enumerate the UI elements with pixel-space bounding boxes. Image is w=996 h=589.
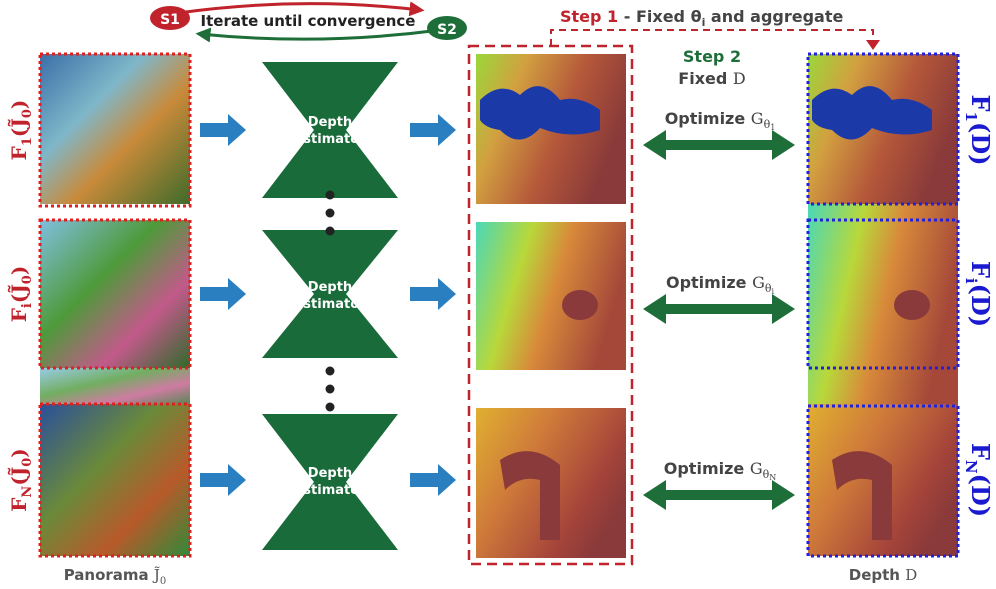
optimize-label-1: Optimize Gθ1 [665, 109, 776, 132]
panorama-image-4 [40, 404, 190, 556]
optimize-arrow-2 [643, 294, 795, 324]
output-arrows [410, 114, 456, 496]
estimator-label-line1: Depth [308, 280, 352, 295]
panorama-image-2 [40, 220, 190, 368]
optimize-row-2: Optimize Gθi [643, 273, 795, 324]
step1-dashed-frame [467, 44, 634, 566]
ellipsis-dots-lower [325, 366, 335, 412]
estimator-label-line1: Depth [308, 115, 352, 130]
input-arrows [200, 114, 246, 496]
depth-column [806, 52, 960, 558]
s2-badge [427, 16, 467, 40]
depth-image-2 [808, 204, 958, 404]
output-arrow-1 [410, 114, 456, 146]
iterate-loop: S1 S2 Iterate until convergence [150, 1, 467, 43]
svg-text:Fi(J̃0): Fi(J̃0) [7, 266, 35, 323]
panorama-image-1 [40, 54, 190, 204]
predicted-depth-3-region [500, 451, 560, 540]
optimize-label-2: Optimize Gθi [666, 273, 775, 296]
depth-image-1-region [812, 86, 932, 140]
depth-estimator-3: Depth Estimator [262, 414, 398, 550]
s1-badge [150, 6, 190, 30]
panorama-frame-1 [38, 52, 192, 208]
depth-frame-3 [806, 404, 960, 558]
svg-text:F1(J̃0): F1(J̃0) [7, 100, 35, 161]
panorama-label-1: F1(J̃0) [7, 100, 35, 161]
panorama-frame-2 [38, 218, 192, 370]
optimize-arrow-1 [643, 130, 795, 160]
step2-header: Step 2 Fixed D [678, 47, 745, 88]
optimize-arrow-3 [643, 480, 795, 510]
estimator-label-line2: Estimator [294, 132, 366, 147]
estimator-label-line2: Estimator [294, 483, 366, 498]
panorama-label-2: Fi(J̃0) [7, 266, 35, 323]
depth-caption: Depth D [849, 566, 917, 584]
depth-image-3-region [832, 451, 892, 540]
svg-text:FN(J̃0): FN(J̃0) [7, 448, 35, 512]
predicted-depth-2 [476, 222, 626, 370]
loop-arrow-red [177, 1, 425, 17]
panorama-caption: Panorama J̃0 [64, 566, 167, 587]
loop-arrow-green [195, 27, 441, 43]
optimize-row-1: Optimize Gθ1 [643, 109, 795, 160]
predicted-depth-1-region [480, 86, 600, 140]
step1-connector [550, 29, 874, 46]
step1-header: Step 1 - Fixed θi and aggregate [550, 7, 880, 50]
depth-estimator-2: Depth Estimator [262, 230, 398, 358]
output-arrow-3 [410, 464, 456, 496]
step1-arrowhead [866, 40, 880, 50]
output-arrow-2 [410, 278, 456, 310]
panorama-frame-3 [38, 402, 192, 558]
panorama-column [38, 52, 192, 558]
ellipsis-dots-upper [325, 190, 335, 236]
input-arrow-2 [200, 278, 246, 310]
svg-text:Fi(D): Fi(D) [962, 261, 995, 327]
depth-frame-2 [806, 218, 960, 370]
estimator-label-line1: Depth [308, 466, 352, 481]
step2-title: Step 2 [683, 47, 741, 66]
svg-text:F1(D): F1(D) [962, 94, 995, 165]
depth-frame-1 [806, 52, 960, 206]
optimize-row-3: Optimize GθN [643, 459, 795, 510]
estimator-label-line2: Estimator [294, 297, 366, 312]
svg-text:FN(D): FN(D) [962, 443, 995, 517]
depth-estimator-1: Depth Estimator [262, 62, 398, 198]
depth-label-3: FN(D) [962, 443, 995, 517]
predicted-depth-2-region [562, 290, 598, 320]
iterate-text: Iterate until convergence [201, 12, 416, 30]
s2-label: S2 [437, 22, 457, 38]
s1-label: S1 [160, 12, 180, 28]
optimize-label-3: Optimize GθN [664, 459, 777, 482]
input-arrow-3 [200, 464, 246, 496]
depth-label-1: F1(D) [962, 94, 995, 165]
depth-label-2: Fi(D) [962, 261, 995, 327]
step1-text: Step 1 - Fixed θi and aggregate [560, 7, 843, 29]
panorama-image-3 [40, 368, 190, 404]
depth-image-2-region [894, 290, 930, 320]
panorama-label-3: FN(J̃0) [7, 448, 35, 512]
predicted-depth-column [467, 44, 634, 566]
step2-text: Fixed D [678, 69, 745, 88]
input-arrow-1 [200, 114, 246, 146]
